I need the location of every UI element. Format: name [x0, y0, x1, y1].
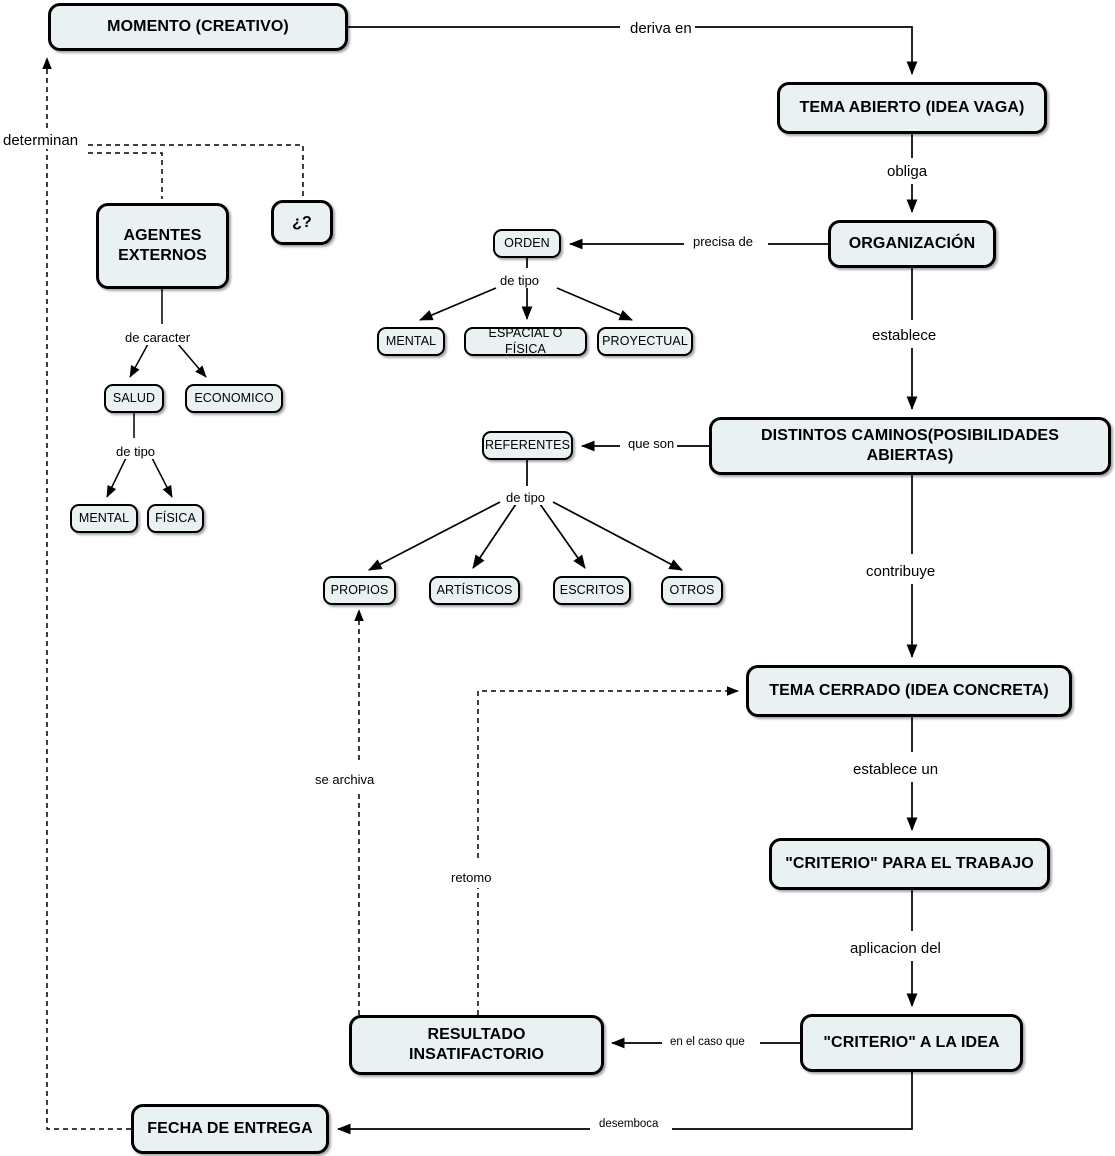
node-salud-fisica[interactable]: FÍSICA: [147, 504, 204, 533]
edge-label-se-archiva: se archiva: [312, 772, 378, 787]
node-label: FECHA DE ENTREGA: [147, 1120, 313, 1138]
edge-criterio-idea-fecha-a: [672, 1072, 913, 1130]
node-tema-cerrado[interactable]: TEMA CERRADO (IDEA CONCRETA): [746, 665, 1072, 717]
edge-label-de-caracter: de caracter: [122, 330, 194, 345]
node-fecha-de-entrega[interactable]: FECHA DE ENTREGA: [131, 1104, 329, 1154]
node-label: "CRITERIO" PARA EL TRABAJO: [785, 855, 1034, 873]
node-orden-espacial-o-fisica[interactable]: ESPACIAL O FÍSICA: [464, 326, 587, 356]
edge-referentes-propios: [368, 501, 501, 571]
node-label: PROYECTUAL: [602, 333, 688, 348]
node-label: TEMA ABIERTO (IDEA VAGA): [799, 99, 1025, 117]
node-artisticos[interactable]: ARTÍSTICOS: [429, 576, 520, 605]
edge-label-establece-un: establece un: [850, 761, 942, 778]
node-label: ¿?: [292, 213, 312, 231]
node-label: TEMA CERRADO (IDEA CONCRETA): [769, 682, 1049, 700]
edge-label-orden-de-tipo: de tipo: [497, 273, 543, 288]
edge-referentes-artisticos: [472, 503, 517, 569]
node-label: ORDEN: [504, 235, 550, 250]
node-salud-mental[interactable]: MENTAL: [70, 504, 138, 533]
edge-momento-tema-abierto-2: [695, 26, 918, 76]
node-label: PROPIOS: [330, 582, 389, 597]
edge-orden-mental: [419, 287, 497, 321]
edge-orden-proyectual: [556, 287, 633, 321]
edge-label-deriva-en: deriva en: [627, 20, 695, 37]
node-label: MOMENTO (CREATIVO): [107, 18, 289, 36]
node-label: ECONOMICO: [194, 390, 274, 405]
node-label: ARTÍSTICOS: [436, 582, 513, 597]
node-label: ESPACIAL O FÍSICA: [488, 326, 563, 356]
edge-label-obliga: obliga: [884, 163, 931, 180]
node-otros[interactable]: OTROS: [661, 576, 723, 605]
node-label: RESULTADO INSATIFACTORIO: [408, 1026, 545, 1063]
edge-determinan-agentes: [88, 152, 163, 199]
edge-label-contribuye: contribuye: [863, 563, 939, 580]
node-referentes[interactable]: REFERENTES: [482, 431, 573, 460]
edge-agentes-salud: [129, 343, 149, 378]
node-momento-creativo[interactable]: MOMENTO (CREATIVO): [48, 3, 348, 51]
node-tema-abierto[interactable]: TEMA ABIERTO (IDEA VAGA): [777, 82, 1047, 134]
edge-label-aplicacion-del: aplicacion del: [847, 940, 944, 957]
edge-label-retomo: retomo: [448, 870, 495, 885]
node-escritos[interactable]: ESCRITOS: [553, 576, 631, 605]
node-salud[interactable]: SALUD: [104, 384, 164, 413]
node-label: DISTINTOS CAMINOS(POSIBILIDADES ABIERTAS…: [761, 427, 1059, 464]
edge-referentes-escritos: [539, 503, 586, 569]
node-interrogante[interactable]: ¿?: [271, 200, 333, 245]
node-propios[interactable]: PROPIOS: [323, 576, 396, 605]
edge-label-que-son: que son: [625, 436, 678, 451]
node-distintos-caminos[interactable]: DISTINTOS CAMINOS(POSIBILIDADES ABIERTAS…: [709, 417, 1111, 475]
edge-label-desemboca: desemboca: [596, 1118, 662, 1130]
node-label: "CRITERIO" A LA IDEA: [823, 1034, 1000, 1052]
node-economico[interactable]: ECONOMICO: [185, 384, 283, 413]
edge-salud-mental: [106, 457, 127, 498]
node-criterio-para-el-trabajo[interactable]: "CRITERIO" PARA EL TRABAJO: [769, 838, 1050, 890]
edge-label-precisa-de: precisa de: [690, 234, 756, 249]
node-orden[interactable]: ORDEN: [493, 229, 561, 258]
edge-resultado-tema-cerrado-b: [477, 686, 739, 858]
edge-fecha-determinan-rail: [46, 146, 131, 1130]
edge-label-establece: establece: [869, 327, 940, 344]
node-label: OTROS: [669, 582, 715, 597]
edge-determinan-interrogante: [88, 144, 304, 196]
node-label: FÍSICA: [155, 510, 196, 525]
node-label: SALUD: [112, 390, 156, 405]
node-label: REFERENTES: [484, 437, 571, 452]
edge-referentes-otros: [552, 501, 683, 571]
node-label: MENTAL: [385, 333, 437, 348]
node-label: ORGANIZACIÓN: [848, 235, 976, 253]
node-organizacion[interactable]: ORGANIZACIÓN: [828, 220, 996, 268]
node-orden-mental[interactable]: MENTAL: [377, 327, 445, 356]
node-label: AGENTES EXTERNOS: [118, 227, 207, 264]
edge-agentes-economico: [177, 343, 207, 378]
node-resultado-insatifactorio[interactable]: RESULTADO INSATIFACTORIO: [349, 1015, 604, 1075]
edge-label-salud-de-tipo: de tipo: [113, 444, 159, 459]
edge-label-referentes-de-tipo: de tipo: [503, 490, 549, 505]
node-orden-proyectual[interactable]: PROYECTUAL: [597, 327, 693, 356]
node-criterio-a-la-idea[interactable]: "CRITERIO" A LA IDEA: [800, 1014, 1023, 1072]
node-label: ESCRITOS: [559, 582, 625, 597]
edge-label-en-el-caso-que: en el caso que: [667, 1036, 748, 1048]
node-label: MENTAL: [78, 510, 130, 525]
edge-label-determinan: determinan: [0, 132, 82, 149]
edge-salud-fisica: [151, 457, 173, 498]
node-agentes-externos[interactable]: AGENTES EXTERNOS: [96, 203, 229, 289]
